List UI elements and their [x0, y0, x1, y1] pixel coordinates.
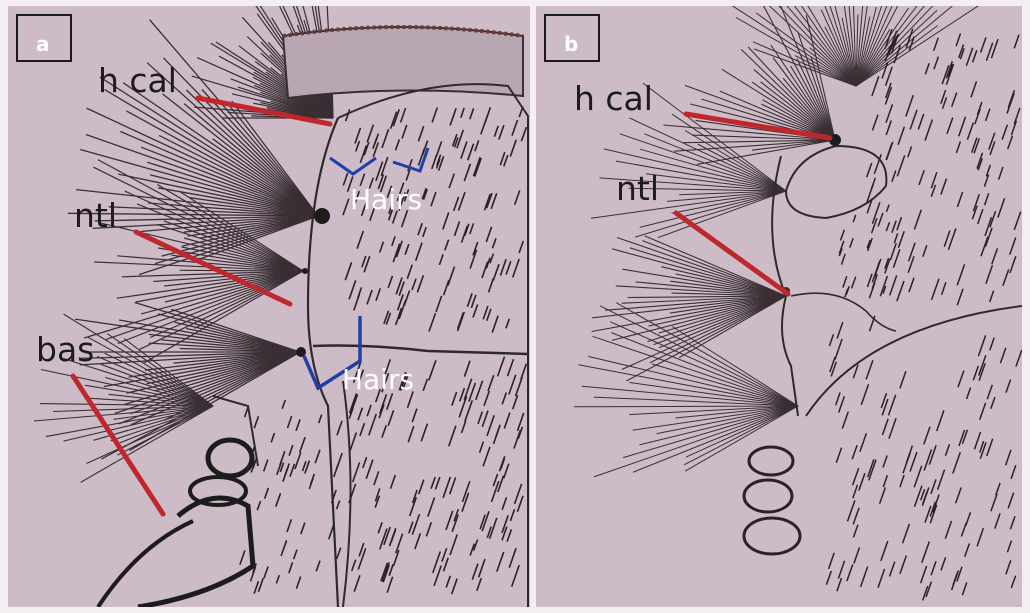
label-h-cal-a: h cal — [98, 64, 177, 97]
panel-b: b h cal ntl — [536, 6, 1022, 607]
panel-b-badge-letter: b — [564, 32, 578, 56]
panel-a-badge-letter: a — [36, 32, 50, 56]
panel-a: a h cal ntl bas Hairs Hairs — [8, 6, 530, 607]
label-hairs-lower: Hairs — [342, 366, 414, 394]
panel-b-badge: b — [544, 14, 600, 62]
panel-a-drawing — [8, 6, 530, 607]
label-ntl-b: ntl — [616, 172, 659, 205]
panel-a-badge: a — [16, 14, 72, 62]
label-bas-a: bas — [36, 333, 94, 366]
label-h-cal-b: h cal — [574, 82, 653, 115]
label-ntl-a: ntl — [74, 199, 117, 232]
label-hairs-upper: Hairs — [350, 186, 422, 214]
